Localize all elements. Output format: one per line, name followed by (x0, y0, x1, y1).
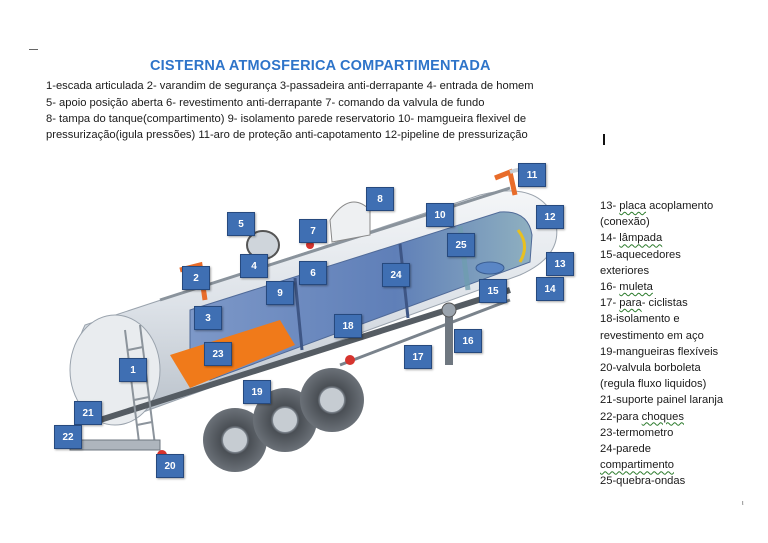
legend-text: muleta (619, 281, 653, 294)
legend-line: 14- lâmpada (600, 230, 723, 246)
callout-4: 4 (240, 254, 268, 278)
callout-21: 21 (74, 401, 102, 425)
legend-text: 22-para (600, 410, 642, 423)
callout-24: 24 (382, 263, 410, 287)
dash-mark (29, 49, 38, 50)
legend-text: 16- (600, 281, 620, 294)
callout-25: 25 (447, 233, 475, 257)
legend-line: 16- muleta (600, 279, 723, 295)
legend-line: 20-valvula borboleta (600, 360, 723, 376)
legend-text: 14- (600, 232, 620, 245)
header-line-3: 8- tampa do tanque(compartimento) 9- iso… (46, 113, 527, 125)
legend-text: para (619, 297, 642, 310)
callout-8: 8 (366, 187, 394, 211)
legend-text: - ciclistas (641, 297, 688, 310)
callout-15: 15 (479, 279, 507, 303)
legend-text: 25-quebra-ondas (600, 475, 686, 488)
callout-23: 23 (204, 342, 232, 366)
legend-line: 17- para- ciclistas (600, 295, 723, 311)
header-line-2: 5- apoio posição aberta 6- revestimento … (46, 97, 485, 109)
legend-text: 19-mangueiras flexíveis (600, 345, 719, 358)
legend-line: 15-aquecedores (600, 247, 723, 263)
legend-line: 24-parede (600, 441, 723, 457)
legend-line: revestimento em aço (600, 328, 723, 344)
legend-right: 13- placa acoplamento(conexão)14- lâmpad… (600, 198, 723, 490)
legend-text: lâmpada (619, 232, 663, 245)
callout-19: 19 (243, 380, 271, 404)
callout-20: 20 (156, 454, 184, 478)
legend-text: acoplamento (646, 200, 714, 212)
legend-text: 13- (600, 200, 620, 212)
legend-text: 20-valvula borboleta (600, 362, 701, 375)
tanker-illustration (69, 167, 558, 472)
legend-text: 24-parede (600, 443, 652, 456)
legend-text: compartimento (600, 459, 674, 472)
legend-text: 18-isolamento e (600, 313, 680, 326)
legend-line: 18-isolamento e (600, 311, 723, 327)
legend-line: compartimento (600, 457, 723, 473)
callout-17: 17 (404, 345, 432, 369)
callout-5: 5 (227, 212, 255, 236)
legend-text: (conexão) (600, 216, 650, 229)
callout-9: 9 (266, 281, 294, 305)
legend-text: choques (641, 410, 684, 423)
legend-line: exteriores (600, 263, 723, 279)
header-line-4: pressurização(igula pressões) 11-aro de … (46, 129, 528, 141)
callout-3: 3 (194, 306, 222, 330)
legend-line: (conexão) (600, 214, 723, 230)
callout-2: 2 (182, 266, 210, 290)
callout-10: 10 (426, 203, 454, 227)
legend-text: placa (619, 200, 647, 212)
legend-text: 21-suporte painel laranja (600, 394, 724, 407)
callout-1: 1 (119, 358, 147, 382)
legend-line: 25-quebra-ondas (600, 473, 723, 489)
callout-14: 14 (536, 277, 564, 301)
callout-11: 11 (518, 163, 546, 187)
legend-text: 15-aquecedores (600, 248, 681, 261)
callout-22: 22 (54, 425, 82, 449)
page-title: CISTERNA ATMOSFERICA COMPARTIMENTADA (150, 58, 491, 74)
callout-18: 18 (334, 314, 362, 338)
legend-text: 23-termometro (600, 426, 674, 439)
legend-line: 21-suporte painel laranja (600, 392, 723, 408)
legend-line: 22-para choques (600, 409, 723, 425)
legend-line: (regula fluxo liquidos) (600, 376, 723, 392)
text-cursor-mark (603, 134, 605, 145)
legend-line: 13- placa acoplamento (600, 198, 723, 214)
legend-text: 17- (600, 297, 620, 310)
callout-6: 6 (299, 261, 327, 285)
callout-13: 13 (546, 252, 574, 276)
corner-mark: ι (742, 500, 744, 507)
callout-12: 12 (536, 205, 564, 229)
legend-text: (regula fluxo liquidos) (600, 378, 707, 391)
legend-line: 19-mangueiras flexíveis (600, 344, 723, 360)
legend-text: exteriores (600, 264, 650, 277)
callout-16: 16 (454, 329, 482, 353)
legend-line: 23-termometro (600, 425, 723, 441)
header-line-1: 1-escada articulada 2- varandim de segur… (46, 80, 534, 92)
legend-text: revestimento em aço (600, 329, 704, 342)
callout-7: 7 (299, 219, 327, 243)
